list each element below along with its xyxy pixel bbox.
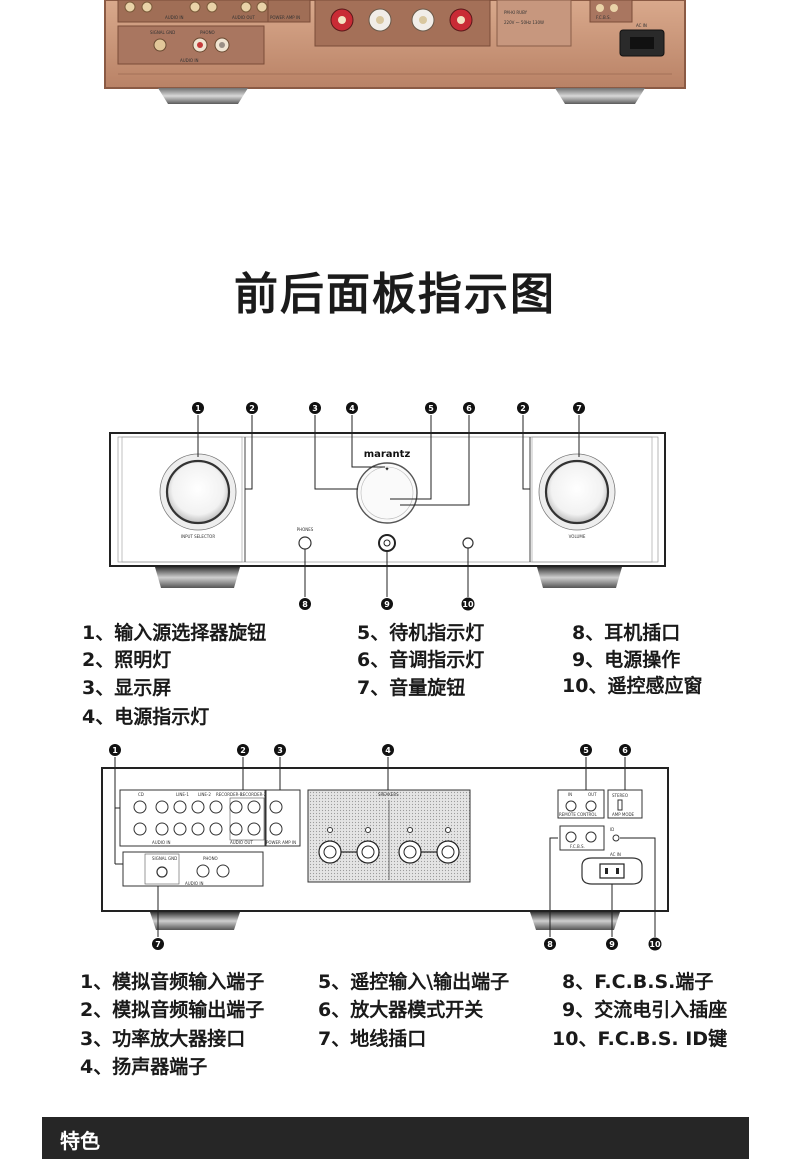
callout-front-8: 8	[302, 600, 308, 609]
callout-rear-10: 10	[649, 940, 661, 949]
rear-label-remote-control: REMOTE CONTROL	[559, 812, 597, 817]
callout-front-3: 3	[312, 404, 318, 413]
photo-label-audio-out: AUDIO OUT	[232, 15, 255, 20]
photo-label-audio-in-2: AUDIO IN	[180, 58, 199, 63]
photo-label-audio-in: AUDIO IN	[165, 15, 184, 20]
features-section-header: 特色	[42, 1117, 749, 1159]
rear-legend-7: 7、地线插口	[318, 1028, 427, 1050]
photo-power-line: 220V ～ 50Hz 130W	[504, 20, 544, 25]
photo-label-phono: PHONO	[200, 30, 215, 35]
rear-label-audio-out: AUDIO OUT	[230, 840, 253, 845]
input-selector-label: INPUT SELECTOR	[181, 534, 215, 539]
page-title: 前后面板指示图	[234, 269, 556, 320]
rear-legend-4: 4、扬声器端子	[80, 1056, 208, 1078]
svg-text:✦: ✦	[384, 466, 389, 473]
rear-label-line2: LINE-2	[198, 792, 211, 797]
photo-label-power-amp-in: POWER AMP IN	[270, 15, 300, 20]
front-callouts-bottom: 8 9 10	[299, 597, 475, 611]
rear-legend-8: 8、F.C.B.S.端子	[562, 971, 714, 993]
callout-front-7: 7	[576, 404, 582, 413]
callout-front-4: 4	[349, 404, 355, 413]
rear-legend-2: 2、模拟音频输出端子	[80, 999, 265, 1021]
front-legend-7: 7、音量旋钮	[357, 677, 466, 699]
front-callouts-top: 1 2 3 4 5 6 2 7	[192, 402, 585, 414]
callout-rear-5: 5	[583, 746, 589, 755]
front-legend-10: 10、遥控感应窗	[562, 675, 703, 697]
front-legend-8: 8、耳机插口	[572, 622, 681, 644]
rear-panel-photo: AUDIO IN AUDIO OUT POWER AMP IN SIGNAL G…	[104, 0, 686, 104]
front-panel-diagram: INPUT SELECTOR VOLUME marantz ✦ PHONES 1…	[109, 402, 666, 611]
rear-label-id: ID	[610, 827, 614, 832]
front-legend-1: 1、输入源选择器旋钮	[82, 622, 267, 644]
callout-front-5: 5	[428, 404, 434, 413]
front-legend-9: 9、电源操作	[572, 649, 681, 671]
brand-logo: marantz	[364, 449, 411, 460]
front-legend-3: 3、显示屏	[82, 677, 172, 699]
rear-legend-10: 10、F.C.B.S. ID键	[552, 1028, 728, 1050]
volume-label: VOLUME	[569, 534, 586, 539]
photo-model-line: PM-KI RUBY	[504, 10, 528, 15]
rear-label-audio-in: AUDIO IN	[152, 840, 171, 845]
rear-legend-1: 1、模拟音频输入端子	[80, 971, 265, 993]
callout-front-1: 1	[195, 404, 201, 413]
rear-legend-9: 9、交流电引入插座	[562, 999, 728, 1021]
features-label: 特色	[60, 1129, 100, 1153]
front-legend-4: 4、电源指示灯	[82, 706, 210, 728]
callout-rear-7: 7	[155, 940, 161, 949]
front-legend-2: 2、照明灯	[82, 649, 172, 671]
callout-rear-9: 9	[609, 940, 615, 949]
rear-label-fcbs: F.C.B.S.	[570, 844, 585, 849]
rear-label-phono-audio-in: AUDIO IN	[185, 881, 204, 886]
callout-rear-6: 6	[622, 746, 628, 755]
rear-label-signal-gnd: SIGNAL GND	[152, 856, 177, 861]
rear-legend-3: 3、功率放大器接口	[80, 1028, 246, 1050]
rear-legend-5: 5、遥控输入\输出端子	[318, 971, 510, 993]
rear-label-power-amp-in: POWER AMP IN	[266, 840, 296, 845]
rear-label-rc-in: IN	[568, 792, 572, 797]
callout-front-9: 9	[384, 600, 390, 609]
callout-rear-4: 4	[385, 746, 391, 755]
photo-label-fcbs: F.C.B.S.	[596, 15, 611, 20]
callout-front-6: 6	[466, 404, 472, 413]
rear-legend-6: 6、放大器模式开关	[318, 999, 484, 1021]
callout-front-10: 10	[462, 600, 474, 609]
rear-label-amp-mode: AMP MODE	[612, 812, 635, 817]
rear-label-phono: PHONO	[203, 856, 218, 861]
rear-label-speakers: SPEAKERS	[378, 792, 399, 797]
rear-label-cd: CD	[138, 792, 144, 797]
callout-rear-1: 1	[112, 746, 118, 755]
rear-label-stereo: STEREO	[612, 793, 628, 798]
rear-label-rec1: RECORDER-1	[216, 792, 243, 797]
callout-rear-2: 2	[240, 746, 246, 755]
rear-label-line1: LINE-1	[176, 792, 189, 797]
callout-rear-3: 3	[277, 746, 283, 755]
callout-front-2b: 2	[520, 404, 526, 413]
callout-rear-8: 8	[547, 940, 553, 949]
front-legend-6: 6、音调指示灯	[357, 649, 485, 671]
photo-label-ac-in: AC IN	[636, 23, 647, 28]
front-legend-5: 5、待机指示灯	[357, 622, 485, 644]
phones-label: PHONES	[297, 527, 314, 532]
photo-label-signal-gnd: SIGNAL GND	[150, 30, 175, 35]
rear-panel-diagram: CD LINE-1 LINE-2 RECORDER-1 RECORDER-2 A…	[101, 744, 669, 951]
rear-label-rec2: RECORDER-2	[240, 792, 267, 797]
callout-front-2a: 2	[249, 404, 255, 413]
rear-label-ac-in: AC IN	[610, 852, 621, 857]
rear-label-rc-out: OUT	[588, 792, 597, 797]
